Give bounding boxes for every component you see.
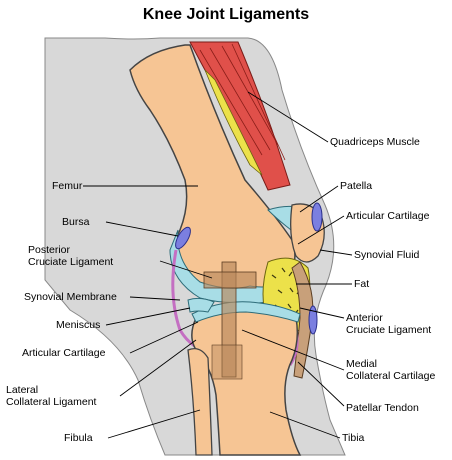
diagram-title: Knee Joint Ligaments [142,6,310,23]
label-posterior-cruciate-line2: Cruciate Ligament [28,256,114,268]
label-femur: Femur [52,180,83,192]
label-anterior-cruciate-line2: Cruciate Ligament [346,324,432,336]
label-medial-collateral-line1: Medial [346,358,377,370]
label-articular-cartilage-right: Articular Cartilage [346,210,430,222]
label-synovial-membrane: Synovial Membrane [24,291,117,303]
patella-bursa [311,202,323,232]
label-tibia: Tibia [342,432,365,444]
label-lateral-collateral-line2: Collateral Ligament [6,396,97,408]
label-medial-collateral: Medial Collateral Cartilage [346,358,435,382]
label-fat: Fat [354,278,370,290]
meniscus [187,297,215,313]
label-lateral-collateral: Lateral Collateral Ligament [6,384,96,408]
label-patellar-tendon: Patellar Tendon [346,402,419,414]
cruciate-ligament-horizontal [203,271,257,289]
cruciate-ligament-lower [211,344,243,380]
label-posterior-cruciate-line1: Posterior [28,244,71,256]
label-patella: Patella [340,180,373,192]
leader-lines [83,91,353,439]
label-medial-collateral-line2: Collateral Cartilage [346,370,436,382]
label-meniscus: Meniscus [56,319,101,331]
label-fibula: Fibula [64,432,93,444]
label-bursa: Bursa [62,216,90,228]
label-synovial-fluid: Synovial Fluid [354,249,420,261]
label-quadriceps-muscle: Quadriceps Muscle [330,136,420,148]
label-articular-cartilage-left: Articular Cartilage [22,347,106,359]
label-anterior-cruciate: Anterior Cruciate Ligament [346,312,431,336]
fibula-bone [187,347,213,456]
tendon-bursa [308,305,318,335]
cruciate-ligament-vertical [221,261,237,378]
posterior-bursa [175,226,191,250]
label-lateral-collateral-line1: Lateral [6,384,39,396]
label-anterior-cruciate-line1: Anterior [346,312,383,324]
quadriceps-fat [204,69,263,176]
label-posterior-cruciate: Posterior Cruciate Ligament [20,244,158,268]
